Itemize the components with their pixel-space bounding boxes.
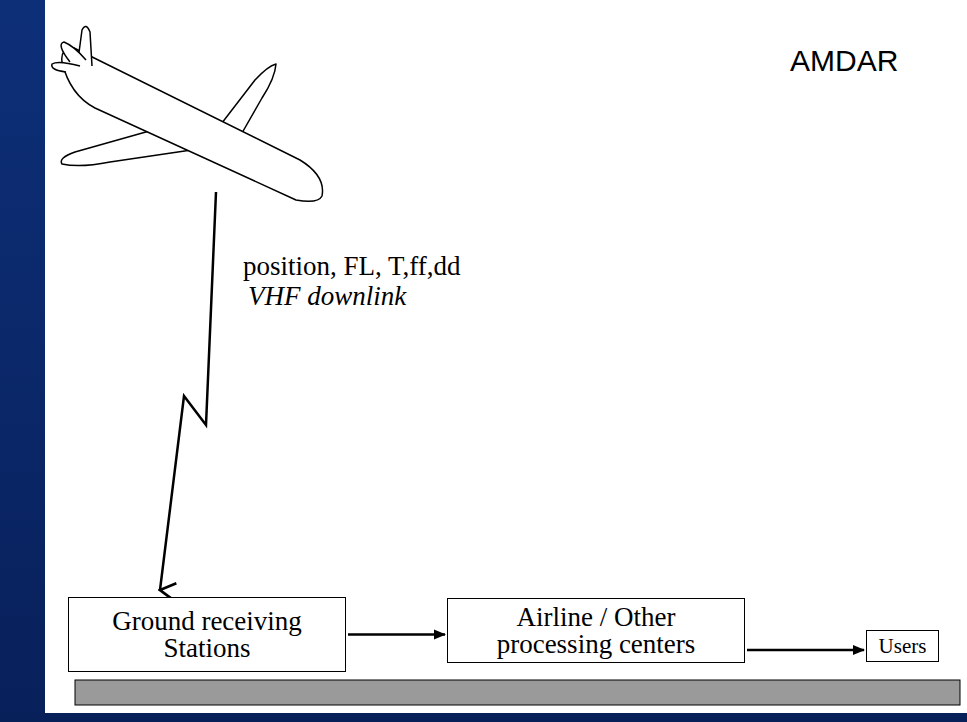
box-label: Users — [879, 636, 927, 657]
airplane — [52, 26, 323, 201]
flow-arrow — [747, 649, 864, 652]
slide-title: AMDAR — [790, 44, 898, 78]
downlink-data: position, FL, T,ff,dd — [243, 253, 461, 280]
link-type: VHF downlink — [248, 283, 406, 310]
box-label: Airline / Other processing centers — [471, 604, 721, 658]
flow-arrow — [348, 633, 445, 636]
processing-center-box: Airline / Other processing centers — [447, 598, 745, 663]
ground-bar — [75, 680, 960, 705]
users-box: Users — [866, 630, 939, 662]
ground-station-box: Ground receiving Stations — [68, 597, 346, 672]
downlink-arrow — [160, 192, 216, 590]
box-label: Ground receiving Stations — [87, 608, 327, 662]
